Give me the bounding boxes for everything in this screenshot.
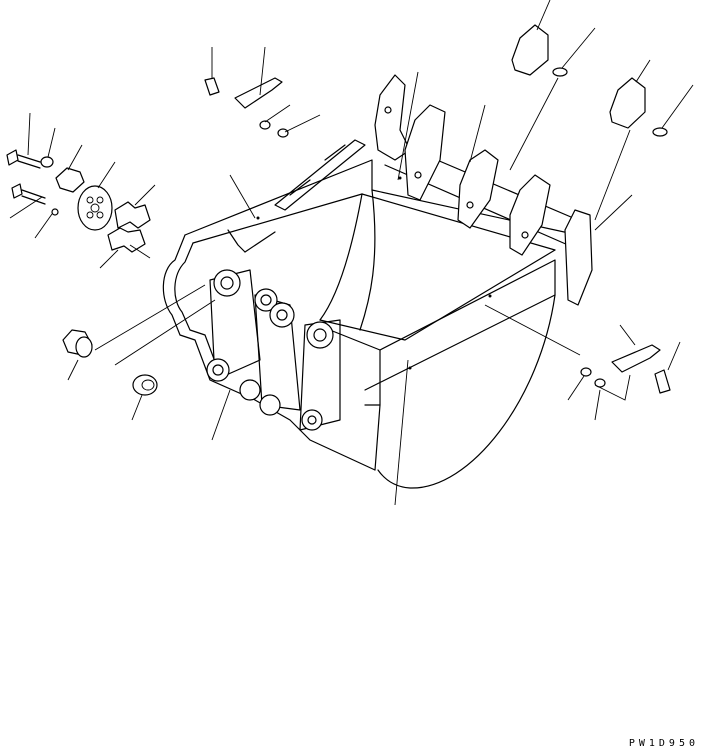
tooth-adapters [374, 74, 593, 306]
exploded-parts-left [6, 149, 158, 396]
top-rail [274, 139, 366, 211]
leader-lines [9, 0, 694, 506]
exploded-parts-topleft [204, 77, 289, 138]
link-bosses [206, 269, 341, 431]
drawing-code-label: PW1D950 [628, 738, 699, 749]
exploded-parts-topright [511, 24, 668, 137]
exploded-parts-right [580, 344, 671, 394]
